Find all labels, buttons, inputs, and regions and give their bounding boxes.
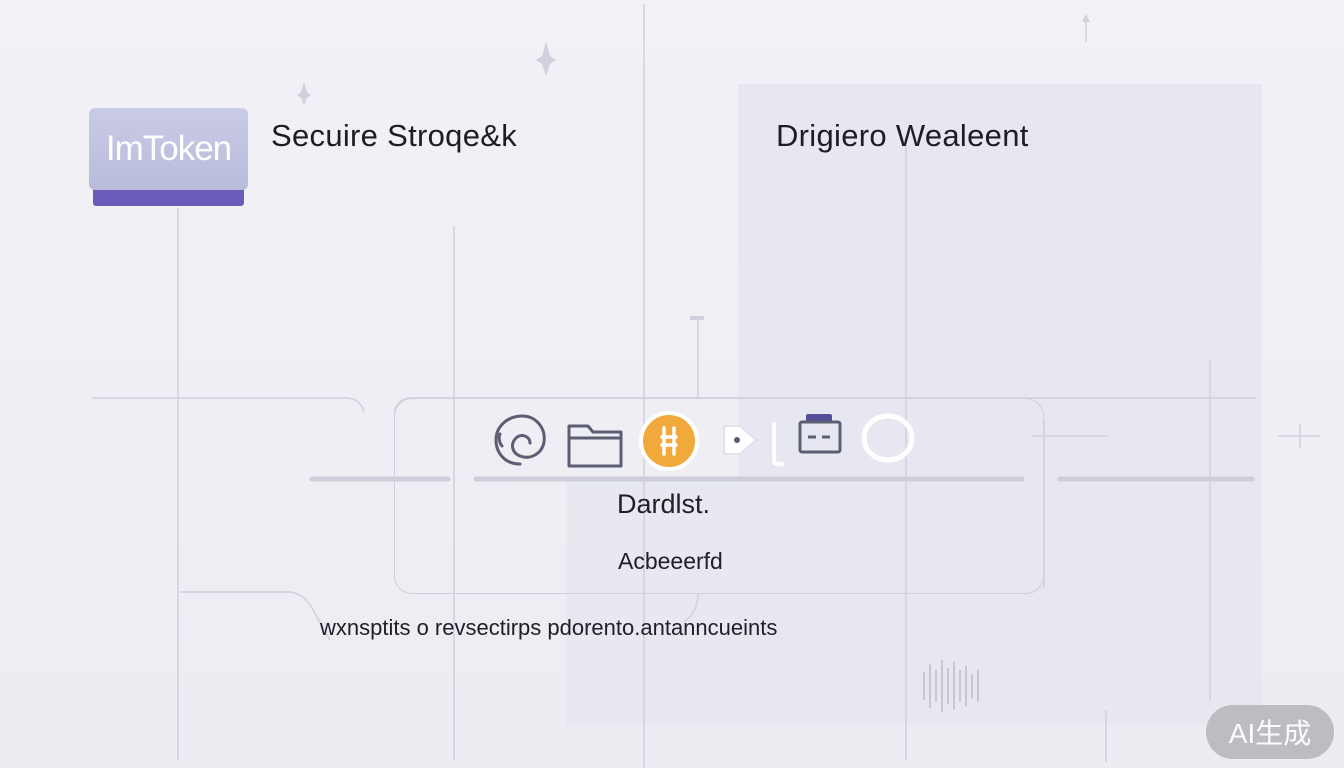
logo-text: ImToken xyxy=(105,129,232,168)
wallet-icon[interactable] xyxy=(796,410,844,460)
lower-panel xyxy=(566,480,1260,726)
content-subtitle: Acbeeerfd xyxy=(618,548,723,574)
content-title: Dardlst. xyxy=(617,489,711,519)
logo[interactable]: ImToken xyxy=(89,108,248,208)
coin-icon[interactable] xyxy=(638,410,700,472)
ring-icon[interactable] xyxy=(858,410,918,470)
watermark-badge: AI生成 xyxy=(1206,705,1334,759)
folder-icon[interactable] xyxy=(566,410,624,470)
heading-secure-storage: Secuire Stroqe&k xyxy=(271,118,518,153)
heading-digital-wealth: Drigiero Wealeent xyxy=(776,118,1029,153)
logo-box: ImToken xyxy=(89,108,248,190)
center-card xyxy=(394,398,1044,594)
arrow-tag-icon[interactable] xyxy=(720,410,790,472)
content-body: wxnsptits o revsectirps pdorento.antannc… xyxy=(320,615,778,640)
icon-row xyxy=(486,410,926,472)
spiral-icon[interactable] xyxy=(490,410,550,470)
